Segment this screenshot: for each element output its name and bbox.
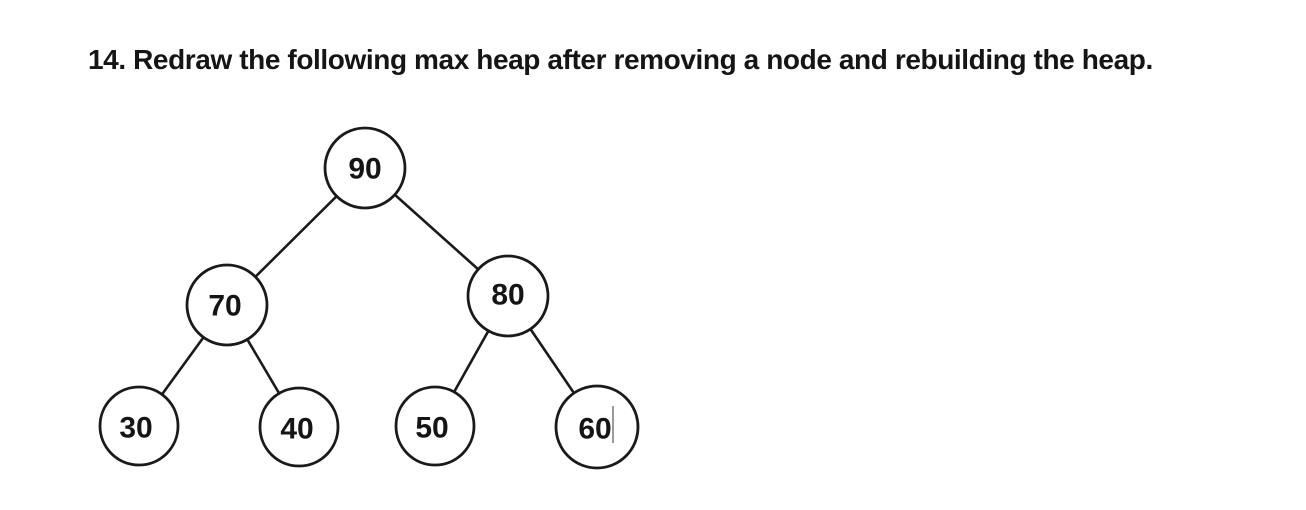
tree-node-leaf: 40 — [258, 386, 340, 468]
node-circle-40 — [258, 386, 340, 468]
tree-nodes: 90 70 80 30 40 50 — [98, 126, 640, 470]
node-circle-80 — [466, 254, 550, 338]
node-label-60[interactable]: 60 — [578, 413, 611, 446]
node-circle-50 — [394, 385, 476, 467]
tree-node-root: 90 — [323, 126, 407, 210]
tree-node-leaf: 60 — [554, 384, 640, 470]
tree-node-leaf: 30 — [98, 385, 180, 467]
node-label-40: 40 — [280, 413, 313, 446]
node-circle-90 — [323, 126, 407, 210]
node-label-50: 50 — [415, 412, 448, 445]
node-label-30: 30 — [119, 412, 152, 445]
node-circle-70 — [185, 263, 269, 347]
node-circle-60 — [554, 384, 640, 470]
node-circle-30 — [98, 385, 180, 467]
question-text: 14. Redraw the following max heap after … — [88, 44, 1153, 75]
tree-node-right: 80 — [466, 254, 550, 338]
node-label-80: 80 — [491, 279, 524, 312]
node-label-90: 90 — [348, 153, 381, 186]
tree-node-left: 70 — [185, 263, 269, 347]
tree-node-leaf: 50 — [394, 385, 476, 467]
node-label-70: 70 — [208, 290, 241, 323]
